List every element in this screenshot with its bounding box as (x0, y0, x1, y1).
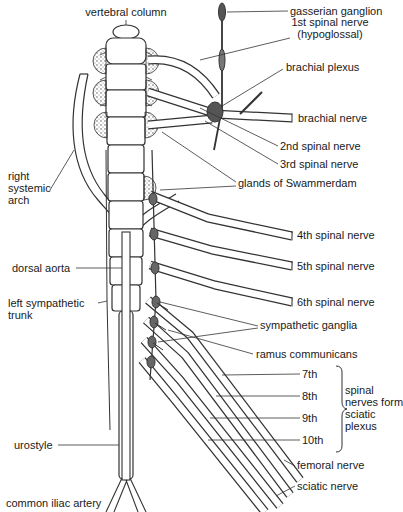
part-label: spinal nerves form sciatic plexus (345, 384, 403, 432)
part-label: 1st spinal nerve (hypoglossal) (282, 16, 378, 40)
part-label: 7th (302, 368, 317, 380)
sympathetic-chain (147, 150, 168, 380)
part-label: left sympathetic trunk (8, 297, 100, 321)
part-label: vertebral column (78, 6, 174, 18)
part-label: 10th (302, 434, 323, 446)
left-sympathetic-trunk-line (106, 150, 110, 430)
part-label: urostyle (14, 439, 53, 451)
part-label: 2nd spinal nerve (280, 140, 361, 152)
vertebra-processes (100, 52, 152, 106)
leader-lines (50, 11, 300, 496)
part-label: brachial plexus (286, 61, 359, 73)
brachial-plexus-node (207, 102, 223, 122)
part-label: femoral nerve (297, 459, 364, 471)
part-label: gasserian ganglion (290, 5, 382, 17)
part-label: dorsal aorta (12, 262, 70, 274)
part-label: common iliac artery (6, 497, 101, 509)
part-label: ramus communicans (256, 348, 357, 360)
part-label: right systemic arch (8, 170, 60, 206)
part-label: sympathetic ganglia (260, 319, 357, 331)
common-iliac-arteries (106, 478, 146, 512)
part-label: 9th (302, 412, 317, 424)
part-label: 5th spinal nerve (297, 260, 375, 272)
dorsal-aorta-vessel (122, 232, 130, 480)
part-label: brachial nerve (298, 112, 367, 124)
part-label: 8th (302, 390, 317, 402)
part-label: glands of Swammerdam (238, 177, 357, 189)
part-label: sciatic nerve (297, 480, 358, 492)
part-label: 4th spinal nerve (297, 229, 375, 241)
vagus-and-head-nerve (214, 3, 226, 150)
part-label: 6th spinal nerve (297, 296, 375, 308)
spinal-nerve-tubes (142, 60, 300, 512)
part-label: 3rd spinal nerve (280, 158, 358, 170)
